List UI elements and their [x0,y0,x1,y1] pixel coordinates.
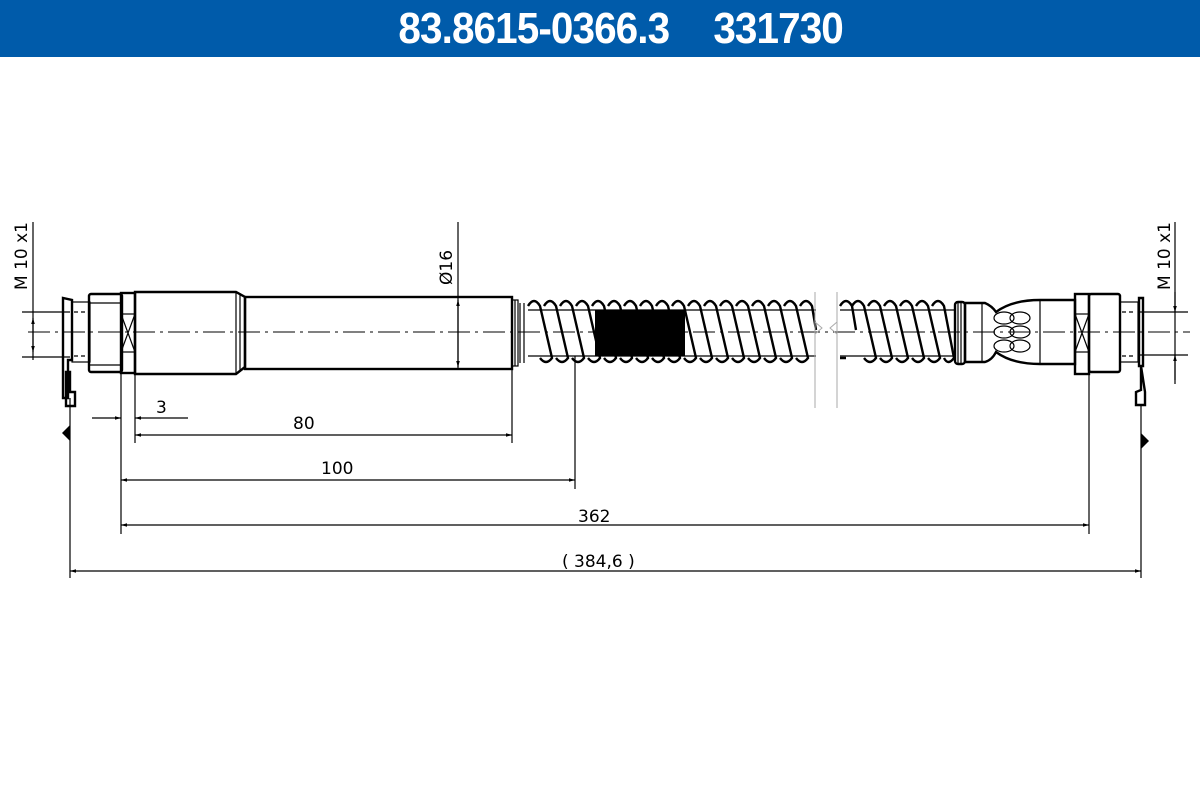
length-dimensions: 3 80 100 362 ( 384,6 ) [62,356,1149,578]
dim-80-label: 80 [293,414,315,434]
dim-total-label: ( 384,6 ) [562,552,635,572]
thread-label-left: M 10 x1 [12,222,32,290]
diameter-label: Ø16 [437,250,457,285]
part-number: 83.8615-0366.3 [398,3,670,53]
title-text: 83.8615-0366.3 331730 [357,0,843,104]
title-bar: 83.8615-0366.3 331730 [0,0,1200,57]
thread-dimension-right: M 10 x1 [1140,222,1188,384]
protective-sleeve [243,295,525,371]
thread-label-right: M 10 x1 [1155,222,1175,290]
dim-100-label: 100 [321,459,353,479]
left-fitting [61,290,247,408]
dim-362-label: 362 [578,507,610,527]
dim-3-label: 3 [156,398,167,418]
diameter-dimension: Ø16 [437,222,460,369]
spring-coil-left [526,299,818,364]
spring-coil-right [838,299,956,364]
right-fitting [1073,292,1147,407]
thread-dimension-left: M 10 x1 [12,222,70,360]
break-lines [814,292,838,408]
reference-number: 331730 [713,3,843,53]
